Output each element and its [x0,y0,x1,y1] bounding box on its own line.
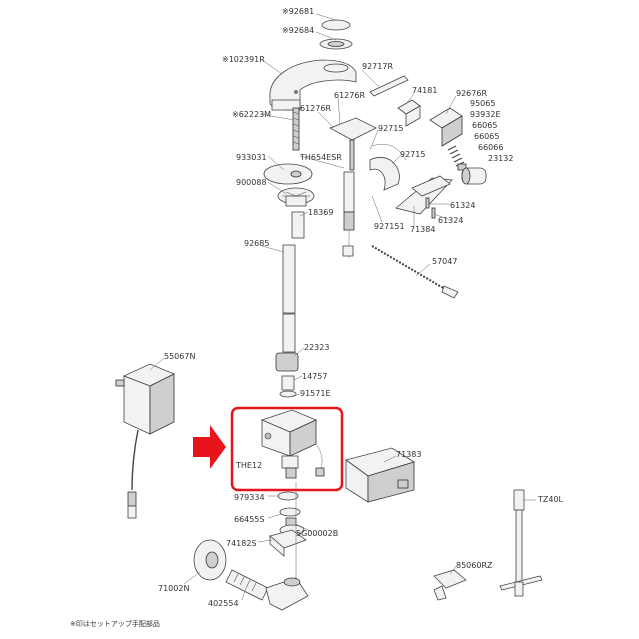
long-pipe [282,244,296,353]
label-92685: 92685 [244,239,269,248]
rail-part [369,75,409,97]
label-61276R-b: 61276R [300,104,331,113]
leader-lines [149,13,536,601]
clamp-part [269,529,307,557]
spring-parts [447,145,467,171]
label-66065-a: 66065 [472,121,497,130]
plate-part [263,163,313,185]
key-part [433,569,467,601]
cap-part [319,19,353,50]
label-66065-b: 66065 [474,132,499,141]
label-57047: 57047 [432,257,457,266]
label-TH654ESR: TH654ESR [299,153,342,162]
spout-body [269,59,357,111]
small-tube [291,211,305,239]
label-61276R-a: 61276R [334,91,365,100]
label-62223M: ※62223M [232,110,271,119]
label-900088: 900088 [236,178,267,187]
label-85060RZ: 85060RZ [456,561,493,570]
sensor-unit [329,117,377,258]
label-92715-b: 92715 [400,150,425,159]
label-92717R: 92717R [362,62,393,71]
label-22323: 22323 [304,343,329,352]
label-71002N: 71002N [158,584,189,593]
label-933031: 933031 [236,153,267,162]
label-14757: 14757 [302,372,327,381]
part-labels: ※92681 ※92684 ※102391R 92717R 74181 9267… [70,7,564,628]
battery-case [345,447,415,503]
fitting-part [279,375,297,398]
cylinder-part [461,167,487,185]
label-102391R: ※102391R [222,55,265,64]
label-71383: 71383 [396,450,421,459]
footnote: ※印はセットアップ手配部品 [70,619,160,628]
coupling-part [275,352,299,372]
threaded-rod [292,107,300,151]
label-66066: 66066 [478,143,503,152]
label-61324-b: 61324 [438,216,463,225]
label-TZ40L: TZ40L [537,495,564,504]
pipe-elbow [225,482,309,611]
label-95065: 95065 [470,99,495,108]
highlight-box [230,406,344,492]
label-979334: 979334 [234,493,265,502]
label-92681: ※92681 [282,7,314,16]
label-93932E: 93932E [470,110,501,119]
label-66455S: 66455S [234,515,265,524]
label-92676R: 92676R [456,89,487,98]
label-402554: 402554 [208,599,239,608]
label-74182S: 74182S [226,539,257,548]
label-71384: 71384 [410,225,435,234]
ac-adapter [115,363,175,519]
bracket-part [397,99,421,127]
cover-sheet [369,144,407,191]
label-74181: 74181 [412,86,437,95]
label-92684: ※92684 [282,26,314,35]
valve-assembly [260,409,325,479]
label-92715-a: 92715 [378,124,403,133]
label-5G00002B: 5G00002B [296,529,338,538]
label-61324-a: 61324 [450,201,475,210]
red-arrow-icon [193,425,226,469]
label-55067N: 55067N [164,352,195,361]
tool-part [499,489,543,597]
label-18369: 18369 [308,208,333,217]
screw-parts [425,197,436,219]
flange-part [193,539,227,581]
cover-part [395,175,453,215]
label-THE12: THE12 [235,461,262,470]
chain-part [371,245,459,299]
label-927151: 927151 [374,222,405,231]
nut-part [277,187,315,207]
label-91571E: 91571E [300,389,331,398]
housing-part [429,107,463,147]
label-23132: 23132 [488,154,513,163]
